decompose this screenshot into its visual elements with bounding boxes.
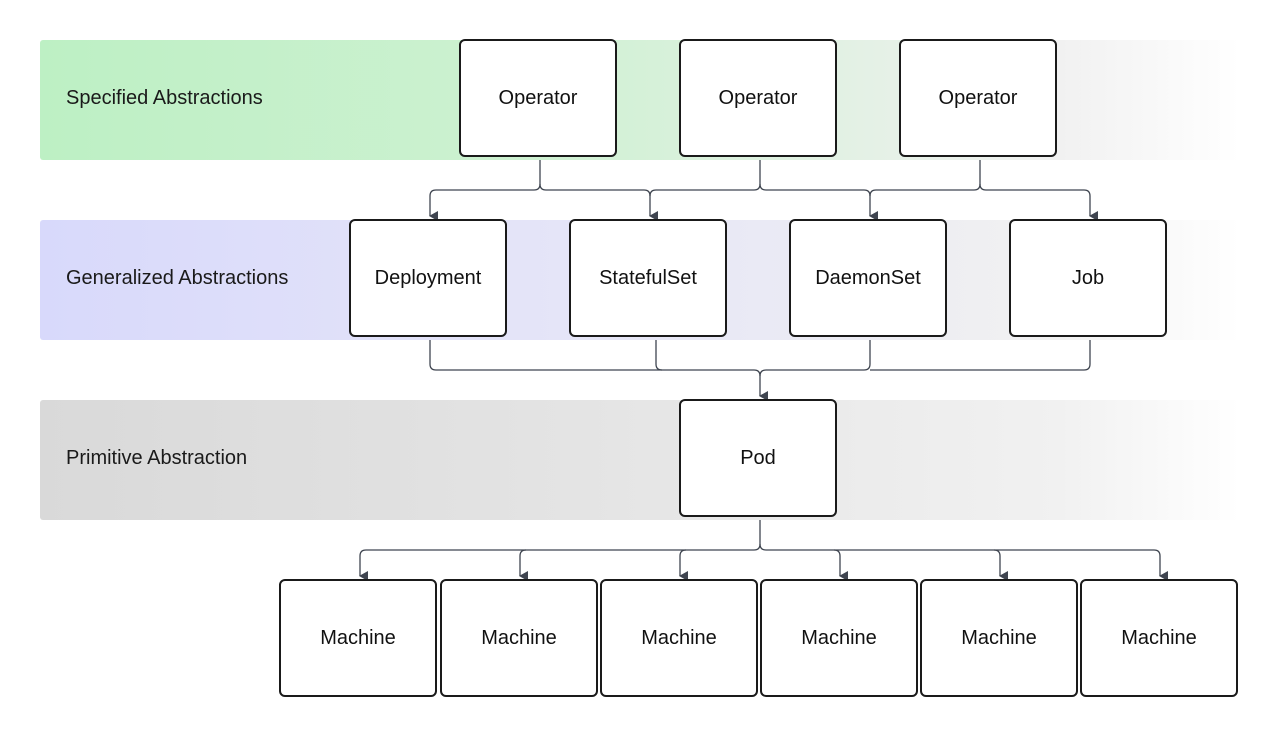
edge-pod-to-machine-3 [679, 549, 688, 581]
edge-deployment-to-pod [429, 340, 768, 401]
machine-node-5: Machine [920, 579, 1078, 697]
edge-pod-to-machine-4 [759, 543, 1168, 581]
specified-abstractions-label: Specified Abstractions [66, 87, 263, 109]
edge-job-to-pod [870, 340, 1091, 371]
machine-node-3: Machine [600, 579, 758, 697]
primitive-abstraction-band [40, 400, 1240, 520]
generalized-abstractions-label: Generalized Abstractions [66, 267, 289, 289]
edge-operator-1-to-deployment [429, 160, 541, 221]
job-node: Job [1009, 219, 1167, 337]
edge-pod-to-machine-5 [993, 549, 1008, 581]
machine-node-6: Machine [1080, 579, 1238, 697]
edge-operator-1-to-statefulset [539, 183, 658, 221]
daemonset-node: DaemonSet [789, 219, 947, 337]
edge-operator-3-to-daemonset [869, 160, 981, 197]
edge-statefulset-to-pod [655, 340, 663, 371]
primitive-abstraction-label: Primitive Abstraction [66, 447, 248, 469]
operator-node-2: Operator [679, 39, 837, 157]
statefulset-node: StatefulSet [569, 219, 727, 337]
edge-operator-2-to-statefulset [649, 160, 761, 197]
edge-operator-2-to-daemonset [759, 183, 878, 221]
edge-pod-to-machine-2 [519, 549, 528, 581]
operator-node-3: Operator [899, 39, 1057, 157]
machine-node-2: Machine [440, 579, 598, 697]
edge-pod-to-machine-4b [833, 549, 848, 581]
edge-operator-3-to-job [979, 183, 1098, 221]
pod-node: Pod [679, 399, 837, 517]
machine-node-4: Machine [760, 579, 918, 697]
operator-node-1: Operator [459, 39, 617, 157]
edge-pod-to-machines [359, 520, 761, 581]
machine-node-1: Machine [279, 579, 437, 697]
deployment-node: Deployment [349, 219, 507, 337]
edge-daemonset-to-pod [759, 340, 871, 377]
